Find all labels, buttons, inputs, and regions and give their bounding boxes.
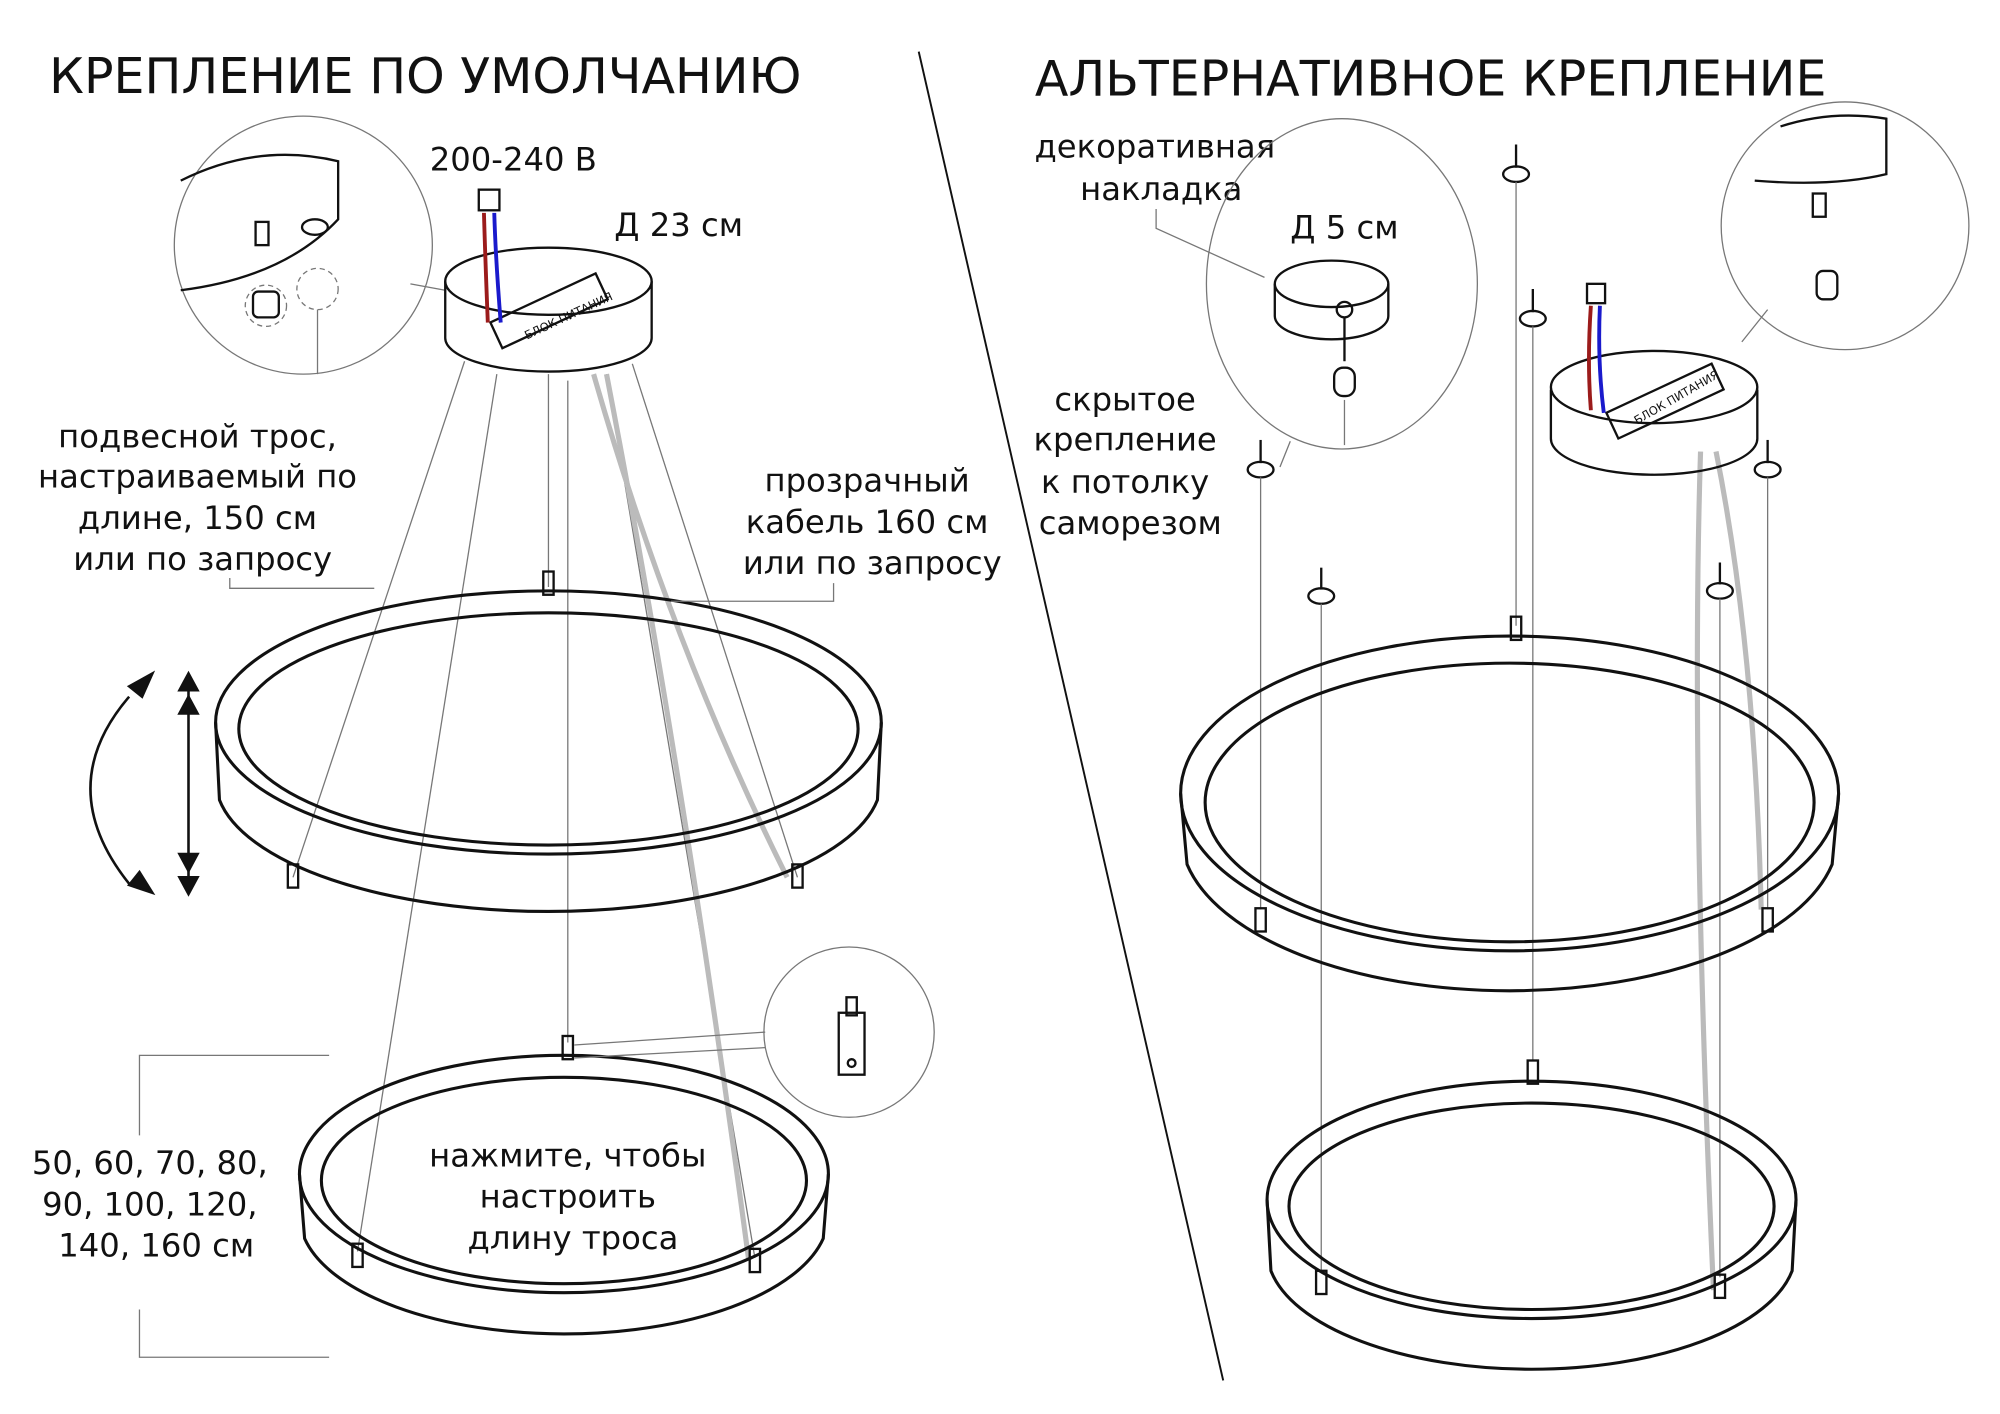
canopy-diameter: Д 23 см: [614, 206, 743, 244]
svg-text:длину троса: длину троса: [468, 1219, 679, 1257]
detail-circle-mount-right: [1720, 101, 1970, 351]
svg-text:50, 60, 70, 80,: 50, 60, 70, 80,: [32, 1144, 268, 1182]
live-wire: [482, 212, 490, 323]
tilt-arrows: [89, 670, 200, 897]
press-note: нажмите, чтобы настроить длину троса: [429, 1136, 706, 1257]
right-title: АЛЬТЕРНАТИВНОЕ КРЕПЛЕНИЕ: [1035, 49, 1827, 107]
left-title: КРЕПЛЕНИЕ ПО УМОЛЧАНИЮ: [49, 47, 801, 105]
svg-text:скрытое: скрытое: [1054, 380, 1196, 418]
svg-text:накладка: накладка: [1080, 170, 1242, 208]
suspension-cable-label: подвесной трос, настраиваемый по длине, …: [38, 418, 375, 589]
svg-text:декоративная: декоративная: [1035, 127, 1276, 165]
transparent-cable-label: прозрачный кабель 160 см или по запросу: [671, 462, 1002, 602]
neutral-wire: [492, 212, 503, 323]
upper-ring: [214, 570, 883, 913]
transparent-cable: [603, 373, 751, 1259]
transparent-cable: [591, 373, 790, 879]
svg-text:или по запросу: или по запросу: [73, 540, 332, 578]
svg-text:прозрачный: прозрачный: [764, 462, 969, 500]
svg-text:90, 100, 120,: 90, 100, 120,: [42, 1185, 257, 1223]
divider: [917, 51, 1225, 1381]
suspension-cables: [292, 361, 799, 1258]
svg-text:140, 160 см: 140, 160 см: [58, 1227, 254, 1265]
transparent-cable: [1694, 451, 1717, 1291]
lower-ring-right: [1265, 1059, 1798, 1371]
cover-diameter: Д 5 см: [1290, 209, 1398, 247]
transparent-cable: [1713, 451, 1764, 910]
detail-circle-cover: Д 5 см: [1205, 118, 1478, 468]
upper-ring-right: [1179, 615, 1841, 993]
svg-text:подвесной трос,: подвесной трос,: [58, 418, 337, 456]
svg-text:длине, 150 см: длине, 150 см: [78, 499, 317, 537]
ceiling-canopy-right: БЛОК ПИТАНИЯ: [1549, 282, 1759, 476]
detail-circle-clip: [574, 946, 935, 1118]
svg-text:настраиваемый по: настраиваемый по: [38, 458, 357, 496]
ceiling-anchors: [1246, 144, 1782, 605]
psu-label: БЛОК ПИТАНИЯ: [522, 289, 615, 342]
terminal-block: [477, 188, 501, 212]
detail-circle-mount: [173, 115, 446, 375]
svg-text:или по запросу: или по запросу: [743, 544, 1002, 582]
svg-text:кабель 160 см: кабель 160 см: [746, 503, 989, 541]
svg-text:настроить: настроить: [480, 1178, 656, 1216]
svg-text:к потолку: к потолку: [1041, 463, 1209, 501]
terminal-block: [1585, 282, 1607, 305]
lower-ring: [297, 1034, 830, 1336]
svg-text:нажмите, чтобы: нажмите, чтобы: [429, 1136, 706, 1174]
ring-sizes-label: 50, 60, 70, 80, 90, 100, 120, 140, 160 с…: [32, 1054, 330, 1358]
svg-text:саморезом: саморезом: [1039, 504, 1222, 542]
voltage-label: 200-240 В: [430, 140, 597, 178]
hidden-mount-label: скрытое крепление к потолку саморезом: [1034, 380, 1222, 542]
suspension-cables-right: [1259, 181, 1769, 1278]
decor-cover-label: декоративная накладка: [1035, 127, 1276, 278]
svg-text:крепление: крепление: [1034, 420, 1217, 458]
